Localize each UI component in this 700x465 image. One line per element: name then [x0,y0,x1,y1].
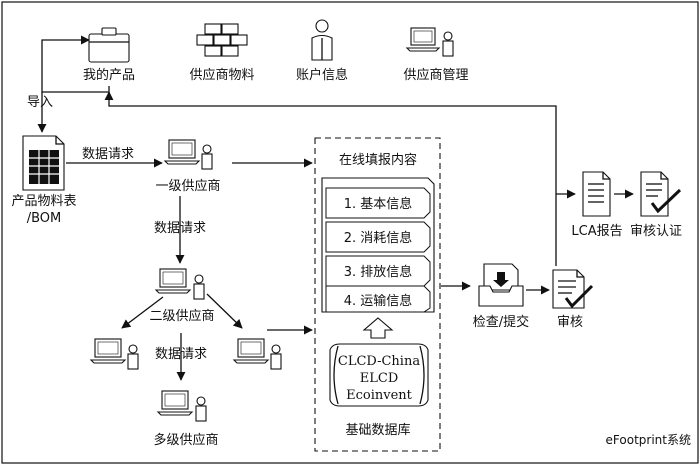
form-item-label: 4. 运输信息 [344,293,413,309]
account-info-label: 账户信息 [296,67,348,83]
spreadsheet-icon [22,135,65,191]
tier2-left-branch-arrow [121,296,164,329]
review-label: 审核 [557,315,583,330]
data-request-label-3: 数据请求 [155,347,207,362]
database-label: 基础数据库 [345,422,410,438]
import-label: 导入 [27,95,53,110]
form-item-label: 2. 消耗信息 [344,230,413,246]
review-document-icon [552,269,594,309]
check-submit-label: 检查/提交 [473,314,529,330]
lca-report-label: LCA报告 [571,224,622,239]
online-form-title: 在线填报内容 [339,152,417,168]
review-to-my-products-return-line [104,91,557,266]
bom-label-line1: 产品物料表 [11,194,76,209]
certification-document-icon [640,171,682,217]
form-item-1: 1. 基本信息 [325,187,431,219]
database-line-2: ELCD [360,371,399,386]
form-item-label: 1. 基本信息 [344,196,413,212]
tier2-right-supplier-icon [232,338,282,370]
form-item-4: 4. 运输信息 [325,285,431,313]
tier2-right-branch-arrow [206,293,243,329]
tier2-supplier-label: 二级供应商 [149,308,214,324]
bom-label-line2: /BOM [27,211,62,226]
tier1-supplier-icon [163,139,213,170]
database-line-1: CLCD-China [338,354,420,369]
database-to-form-up-arrow [362,317,394,339]
review-certification-label: 审核认证 [630,224,682,239]
data-request-label-2: 数据请求 [154,221,206,236]
briefcase-icon [88,27,130,63]
person-icon [311,19,333,61]
server-cluster-icon [196,23,248,57]
form-item-label: 3. 排放信息 [344,264,413,280]
multi-tier-supplier-label: 多级供应商 [153,432,218,448]
multi-tier-supplier-icon [156,390,207,422]
online-form-container [314,137,441,452]
tier2-supplier-icon [154,268,205,300]
inbox-submit-icon [478,263,524,307]
supplier-management-label: 供应商管理 [403,67,468,83]
supplier-materials-label: 供应商物料 [189,67,254,83]
tier2-left-supplier-icon [89,338,139,370]
my-products-label: 我的产品 [83,67,135,83]
tier1-supplier-label: 一级供应商 [155,178,220,194]
database-icon [329,343,429,407]
database-line-3: Ecoinvent [346,388,413,403]
form-item-2: 2. 消耗信息 [325,221,431,253]
lca-report-document-icon [582,171,611,217]
data-request-label-1: 数据请求 [82,147,134,162]
form-item-3: 3. 排放信息 [325,255,431,287]
system-name-label: eFootprint系统 [606,433,691,447]
computer-user-icon [405,27,454,57]
